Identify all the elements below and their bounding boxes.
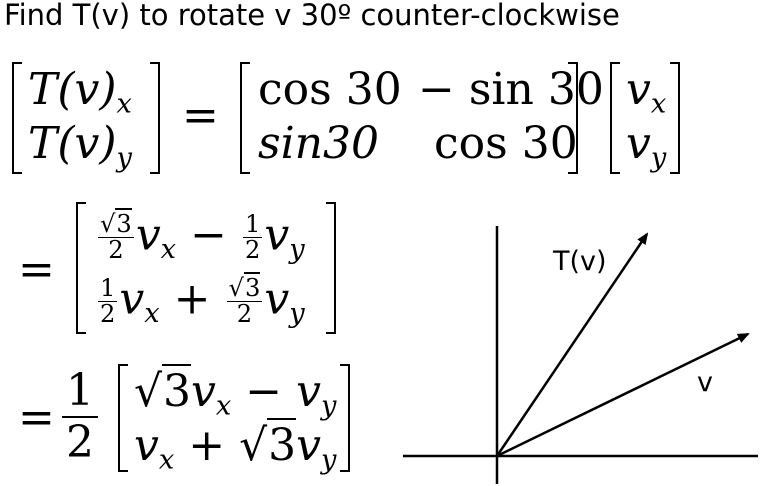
- step2-scalar-den: 2: [66, 417, 94, 469]
- step2-row2-sqrt: √3: [239, 418, 297, 471]
- matrix-left-bracket: [240, 62, 250, 174]
- sqrt-sign: √: [100, 210, 116, 238]
- v-left-bracket: [610, 62, 620, 174]
- step2-row2-var2: v: [296, 420, 322, 471]
- step1-row1-radicand: 3: [115, 208, 132, 238]
- original-vector-label: v: [697, 367, 713, 398]
- step1-row1-frac1-den: 2: [108, 236, 124, 265]
- step1-row2-frac2-num: √3: [226, 272, 263, 303]
- step2-row1-var2: v: [296, 366, 322, 417]
- step1-row1-var2: v: [264, 209, 290, 261]
- step1-row2-sub1: x: [144, 298, 160, 330]
- step2-row1-radicand: 3: [162, 364, 192, 417]
- step1-row1-var1: v: [135, 209, 161, 261]
- step2-row2-var1: v: [134, 420, 159, 471]
- matrix-r1c1: cos 30: [258, 64, 402, 115]
- step1-row1-frac1-num: √3: [98, 208, 134, 239]
- step2-scalar-num: 1: [62, 367, 98, 419]
- v-row2-sub: y: [650, 142, 667, 174]
- step2-row1-sub1: x: [215, 390, 232, 422]
- sqrt-sign: √: [239, 420, 268, 471]
- sqrt-sign: √: [228, 274, 244, 302]
- step1-row2-frac1-den: 2: [100, 300, 116, 329]
- step1-row2-var2: v: [264, 273, 290, 325]
- rotated-vector-label: T(v): [552, 246, 607, 277]
- step2-row1: √3vx − vy: [134, 364, 337, 422]
- v-row1: vx: [626, 68, 666, 118]
- equals-sign-2: =: [18, 244, 55, 295]
- step2-row1-op: −: [245, 366, 283, 417]
- step1-row1-frac2-num: 1: [242, 210, 263, 239]
- matrix-r1c2: − sin 30: [418, 64, 604, 115]
- step1-row1-frac2-den: 2: [244, 236, 261, 265]
- step1-row2-frac2-den: 2: [236, 300, 253, 329]
- lhs-row2: T(v)y: [28, 122, 132, 172]
- step1-row2-sqrt: √3: [228, 272, 261, 302]
- v-row1-text: v: [626, 64, 651, 115]
- lhs-row1-sub: x: [116, 88, 132, 120]
- step1-row1-sub1: x: [160, 234, 177, 266]
- step2-row2-op: +: [188, 420, 226, 471]
- step1-right-bracket: [326, 202, 336, 334]
- step2-row2-sub2: y: [321, 444, 337, 476]
- matrix-r2c1: sin30: [258, 118, 379, 169]
- heading: Find T(v) to rotate v 30º counter-clockw…: [4, 0, 620, 32]
- step2-row2: vx + √3vy: [134, 418, 337, 476]
- step2-right-bracket: [340, 364, 350, 472]
- step1-row2-sub2: y: [289, 298, 305, 330]
- lhs-row1-text: T(v): [28, 64, 117, 115]
- step2-row2-radicand: 3: [267, 418, 297, 471]
- v-row2: vy: [626, 122, 666, 172]
- lhs-row2-sub: y: [116, 142, 132, 174]
- matrix-r2c2: cos 30: [434, 118, 578, 169]
- rotated-vector-arrow: [495, 232, 649, 457]
- step2-row2-sub1: x: [158, 444, 175, 476]
- step2-row1-var1: v: [191, 366, 216, 417]
- lhs-row1: T(v)x: [28, 68, 132, 118]
- step1-row2-radicand: 3: [243, 272, 261, 302]
- v-right-bracket: [670, 62, 680, 174]
- step1-row2-var1: v: [119, 273, 145, 325]
- matrix-right-bracket: [568, 62, 578, 174]
- equals-sign-3: =: [18, 392, 55, 443]
- lhs-left-bracket: [12, 62, 22, 174]
- step1-row1-op: −: [190, 209, 227, 261]
- lhs-row2-text: T(v): [28, 118, 117, 169]
- step1-row1-sub2: y: [289, 234, 305, 266]
- sqrt-sign: √: [134, 366, 163, 417]
- step1-row2-op: +: [173, 273, 211, 325]
- step1-row1-sqrt: √3: [100, 208, 132, 238]
- v-row2-text: v: [626, 118, 651, 169]
- step2-row1-sub2: y: [321, 390, 337, 422]
- step2-left-bracket: [118, 364, 128, 472]
- equals-sign-1: =: [182, 90, 219, 141]
- step2-row1-sqrt: √3: [134, 364, 192, 417]
- lhs-right-bracket: [150, 62, 160, 174]
- v-row1-sub: x: [650, 88, 667, 120]
- step1-left-bracket: [76, 202, 86, 334]
- original-vector-arrow: [496, 332, 750, 458]
- step1-row2-frac1-num: 1: [98, 274, 118, 303]
